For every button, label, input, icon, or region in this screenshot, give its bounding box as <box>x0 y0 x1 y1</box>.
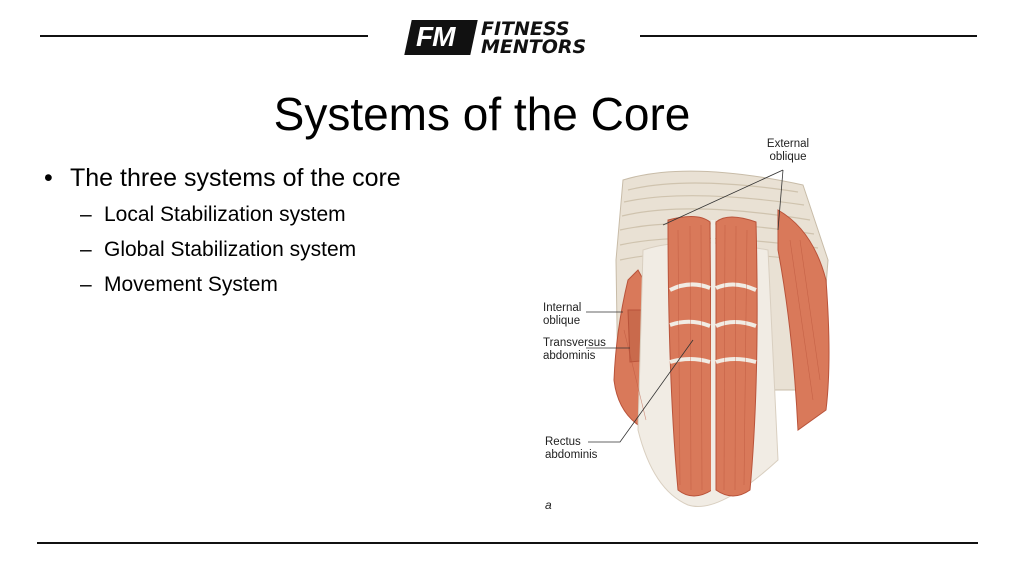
sub-bullet-text: Global Stabilization system <box>104 238 357 261</box>
sub-bullet-text: Local Stabilization system <box>104 203 346 226</box>
sub-bullet-dash: – <box>80 273 92 296</box>
footer-rule <box>37 542 978 544</box>
label-external-oblique: External oblique <box>766 138 810 163</box>
anatomy-drawing <box>586 169 830 507</box>
logo-word-mentors: MENTORS <box>481 36 587 58</box>
slide-title: Systems of the Core <box>273 88 691 140</box>
fitness-mentors-logo: FM FITNESS MENTORS <box>404 18 608 58</box>
header-rule-right <box>640 35 977 37</box>
abdominal-muscles-illustration: External oblique Internal oblique Transv… <box>528 130 848 520</box>
logo-word-fitness: FITNESS <box>481 18 570 40</box>
logo-badge-text: FM <box>416 21 455 52</box>
sub-bullet-dash: – <box>80 203 92 226</box>
striations <box>623 224 821 491</box>
label-transversus-abdominis: Transversus abdominis <box>543 337 606 362</box>
sub-bullet-text: Movement System <box>104 273 278 296</box>
bullet-main-text: The three systems of the core <box>70 164 401 192</box>
rectus-right <box>715 216 758 497</box>
sub-bullet-dash: – <box>80 238 92 261</box>
external-oblique-right <box>777 209 830 431</box>
leader-lines <box>586 169 784 443</box>
header-rule-left <box>40 35 368 37</box>
label-panel-a: a <box>545 498 552 512</box>
label-internal-oblique: Internal oblique <box>543 302 582 327</box>
bullet-dot: • <box>44 164 53 192</box>
label-rectus-abdominis: Rectus abdominis <box>545 436 598 461</box>
